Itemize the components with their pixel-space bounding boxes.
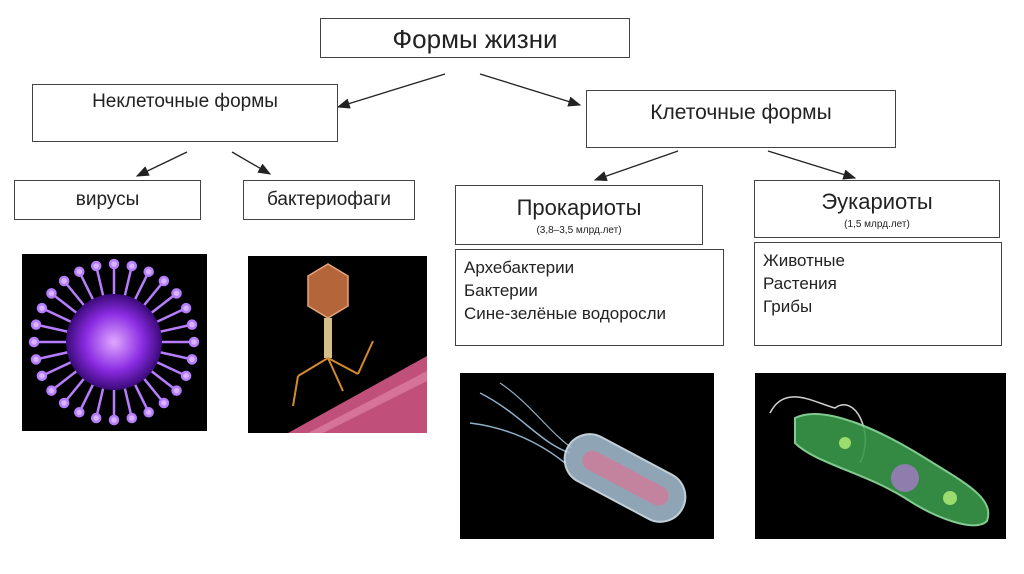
prokaryotes-label: Прокариоты (516, 195, 642, 220)
viruses-label: вирусы (75, 189, 140, 210)
root-title: Формы жизни (392, 24, 558, 54)
arrow-to-phages (231, 151, 272, 175)
arrow-to-viruses (135, 151, 188, 177)
euglena-image (755, 373, 1006, 539)
viruses-box: вирусы (14, 180, 201, 220)
phages-label: бактериофаги (266, 189, 392, 210)
arrow-to-prokaryotes (593, 150, 679, 182)
virus-image (22, 254, 207, 431)
noncellular-label: Неклеточные формы (92, 91, 278, 112)
list-item: Сине-зелёные водоросли (464, 304, 667, 323)
eukaryotes-box: Эукариоты (1,5 млрд.лет) (754, 180, 1000, 238)
noncellular-box: Неклеточные формы (32, 84, 338, 142)
arrow-to-eukaryotes (767, 150, 857, 180)
phages-box: бактериофаги (243, 180, 415, 220)
list-item: Животные (763, 251, 845, 270)
prokaryotes-age: (3,8–3,5 млрд.лет) (536, 225, 622, 236)
eukaryotes-list: Животные Растения Грибы (754, 242, 1002, 346)
arrow-to-noncellular (336, 73, 446, 109)
list-item: Грибы (763, 297, 813, 316)
list-item: Бактерии (464, 281, 538, 300)
eukaryotes-label: Эукариоты (821, 189, 933, 214)
prokaryotes-list: Архебактерии Бактерии Сине-зелёные водор… (455, 249, 724, 346)
arrow-to-cellular (479, 73, 582, 107)
cellular-box: Клеточные формы (586, 90, 896, 148)
bacterium-image (460, 373, 714, 539)
list-item: Растения (763, 274, 837, 293)
cellular-label: Клеточные формы (650, 101, 832, 124)
eukaryotes-age: (1,5 млрд.лет) (844, 219, 910, 230)
root-box: Формы жизни (320, 18, 630, 58)
bacteriophage-image (248, 256, 427, 433)
list-item: Архебактерии (464, 258, 575, 277)
prokaryotes-box: Прокариоты (3,8–3,5 млрд.лет) (455, 185, 703, 245)
